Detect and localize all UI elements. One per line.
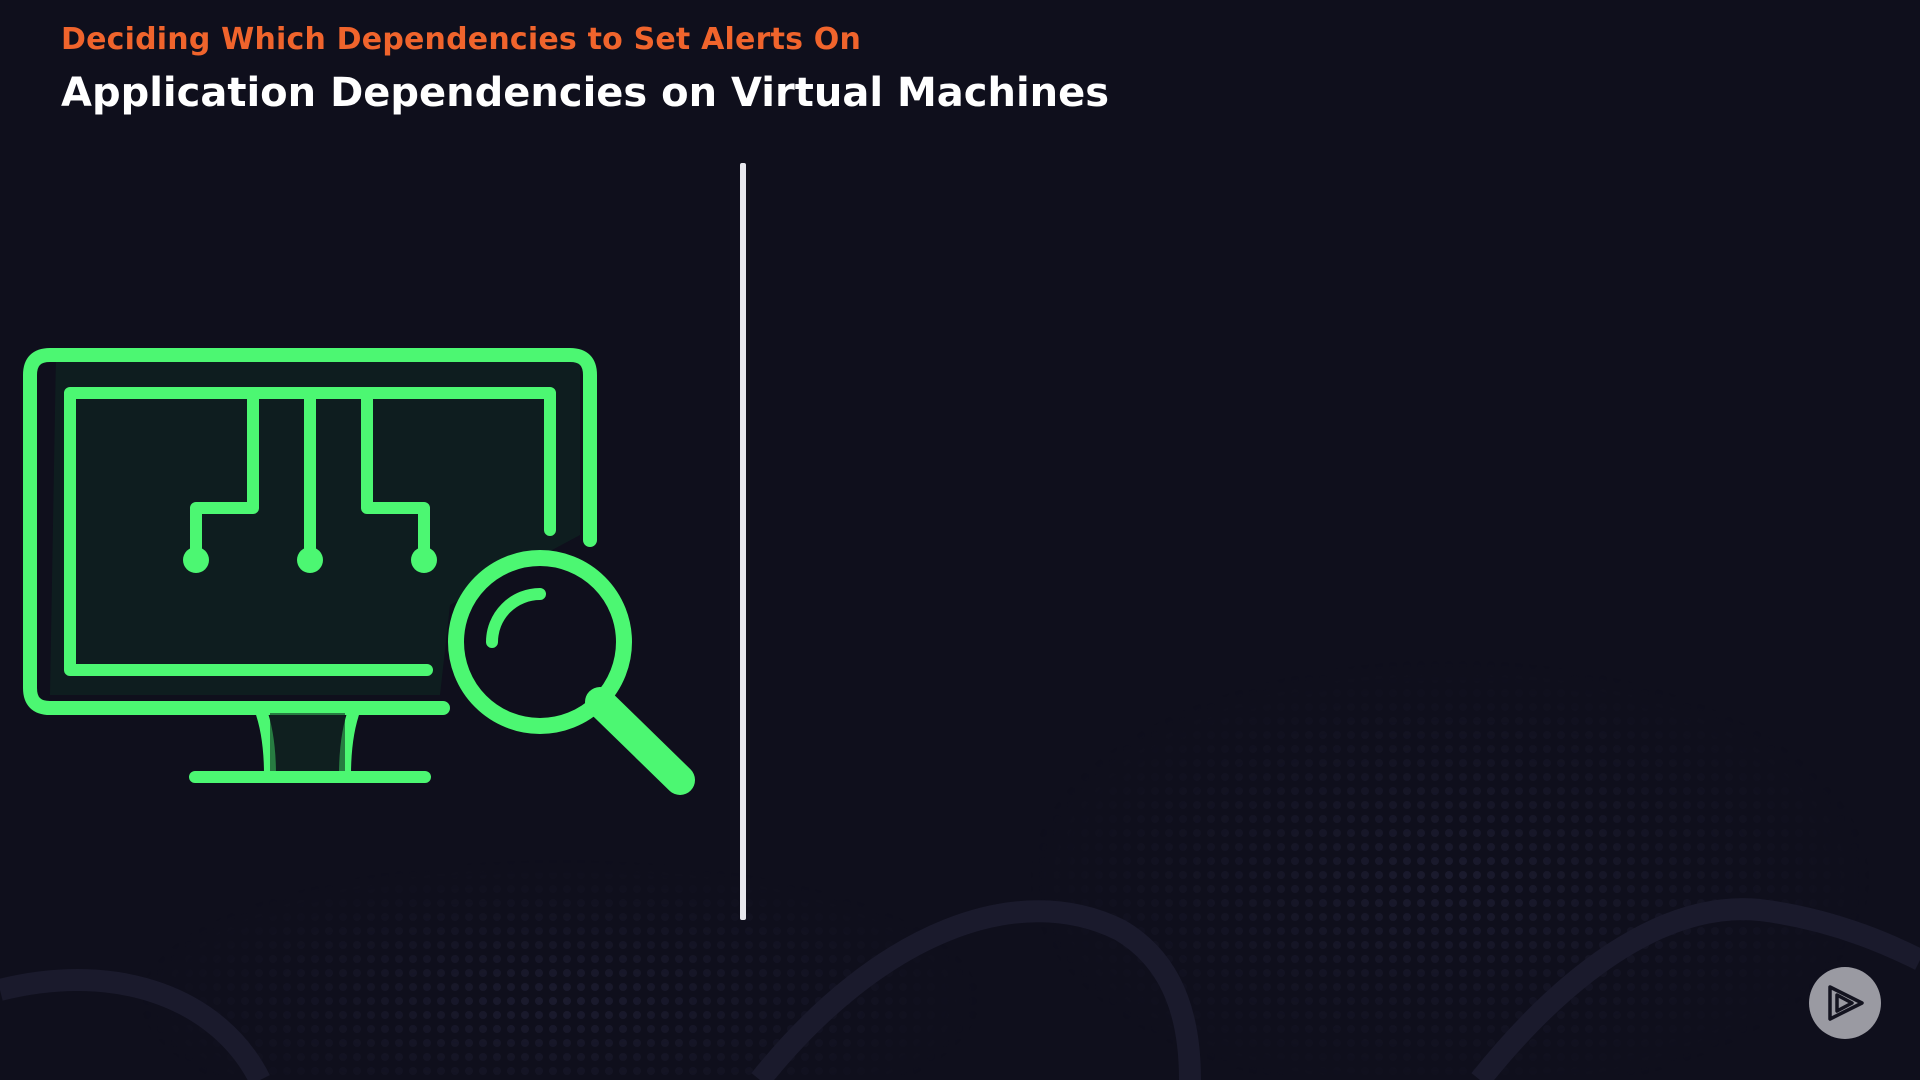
slide-subtitle: Deciding Which Dependencies to Set Alert… [61, 22, 862, 57]
slide-title: Application Dependencies on Virtual Mach… [61, 70, 1110, 116]
monitor-dependency-search-icon [23, 348, 695, 795]
play-logo-icon [1828, 985, 1864, 1021]
vertical-divider [740, 163, 746, 920]
play-logo-button[interactable] [1809, 967, 1881, 1039]
